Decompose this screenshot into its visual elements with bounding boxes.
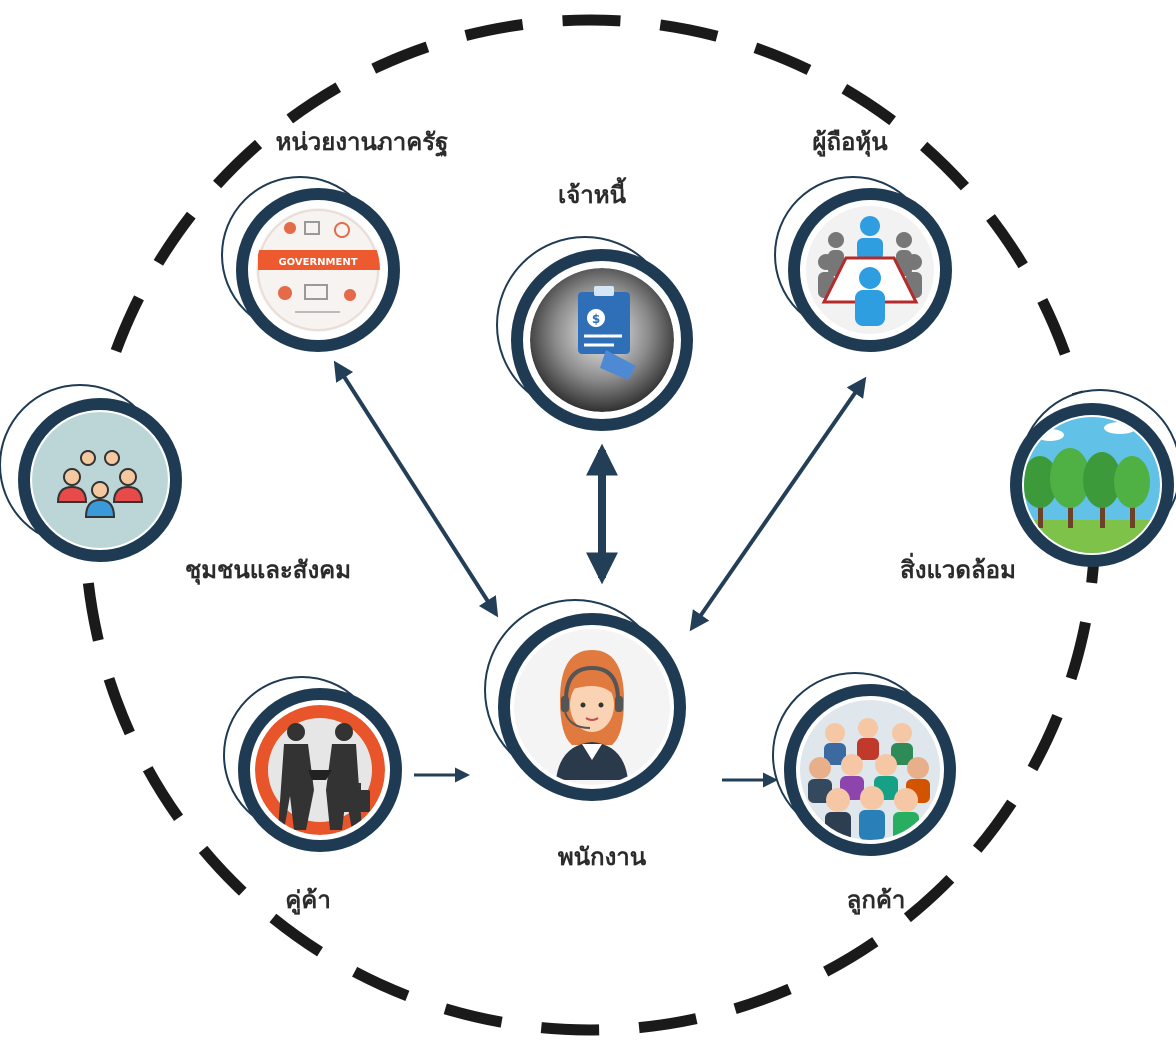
label-government: หน่วยงานภาครัฐ bbox=[276, 128, 449, 158]
government-banner-text: GOVERNMENT bbox=[278, 257, 357, 268]
label-environment: สิ่งแวดล้อม bbox=[900, 552, 1016, 584]
connections bbox=[333, 360, 867, 788]
outer-dashed-ring bbox=[79, 14, 1101, 1036]
label-creditor: เจ้าหนี้ bbox=[558, 176, 627, 209]
svg-text:$: $ bbox=[592, 312, 600, 326]
customer-crowd-icon bbox=[800, 700, 940, 840]
label-partner: คู่ค้า bbox=[285, 886, 331, 915]
node-community bbox=[0, 384, 182, 562]
arrow-government-employee bbox=[333, 360, 499, 618]
label-employee: พนักงาน bbox=[558, 843, 647, 871]
label-community: ชุมชนและสังคม bbox=[185, 556, 351, 586]
arrow-shareholder-employee bbox=[689, 376, 867, 632]
boardroom-meeting-icon bbox=[806, 206, 934, 334]
node-shareholder bbox=[774, 176, 952, 352]
node-government: GOVERNMENT bbox=[221, 176, 400, 352]
community-group-icon bbox=[32, 412, 168, 548]
call-center-agent-icon bbox=[514, 629, 670, 785]
node-creditor: $ bbox=[496, 236, 693, 431]
financial-document-icon: $ bbox=[530, 268, 674, 412]
label-shareholder: ผู้ถือหุ้น bbox=[812, 128, 888, 158]
forest-trees-icon bbox=[1024, 417, 1160, 553]
node-employee bbox=[484, 599, 686, 801]
government-infographic-icon: GOVERNMENT bbox=[256, 208, 380, 332]
handshake-icon bbox=[255, 705, 385, 835]
label-customer: ลูกค้า bbox=[847, 886, 906, 915]
node-environment bbox=[1010, 389, 1176, 567]
node-partner bbox=[223, 676, 402, 852]
node-customer bbox=[772, 672, 956, 856]
